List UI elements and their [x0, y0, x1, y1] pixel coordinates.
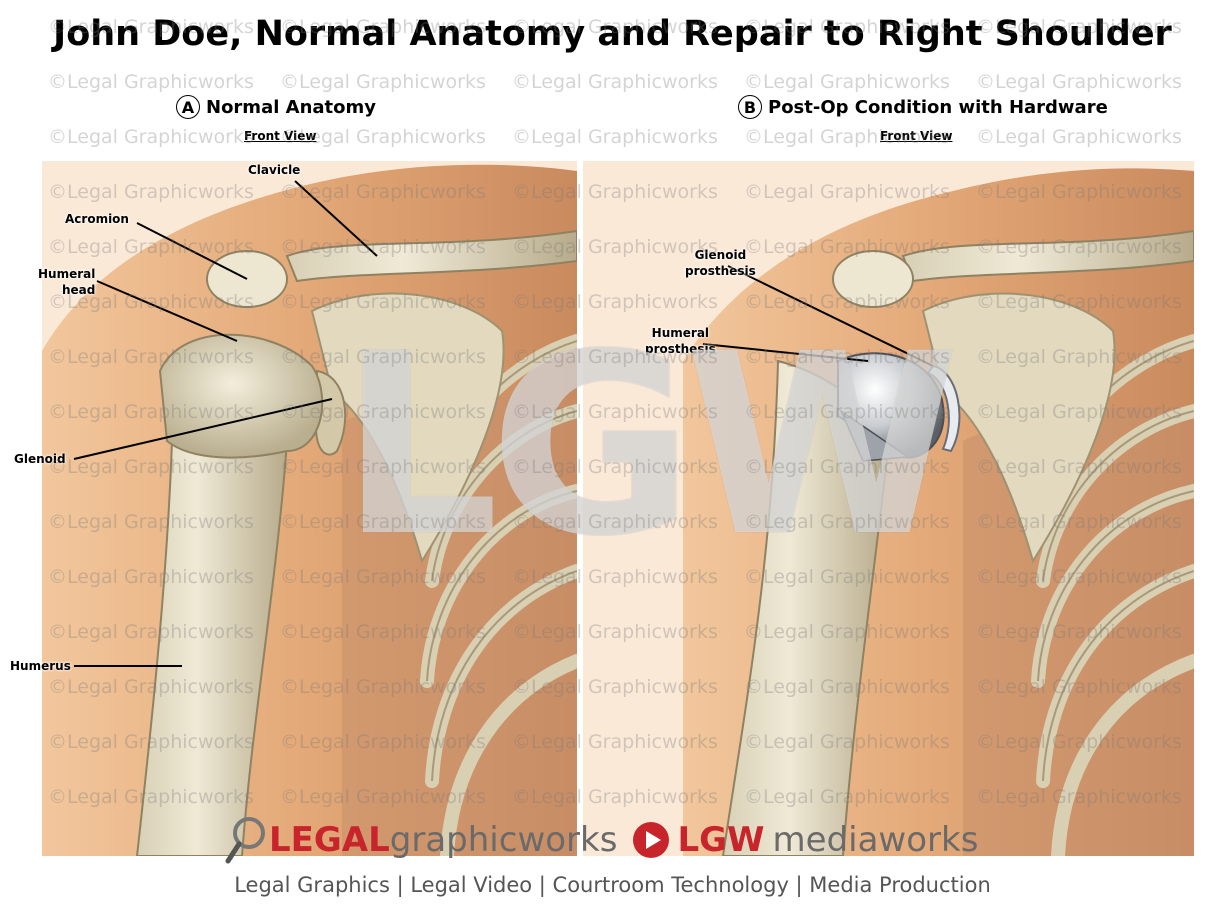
watermark-text: ©Legal Graphicworks	[48, 126, 254, 148]
shoulder-normal-illustration	[42, 161, 577, 856]
humeral-head-bone	[158, 333, 324, 459]
watermark-text: ©Legal Graphicworks	[512, 71, 718, 93]
leader-lines	[73, 180, 378, 667]
watermark-text: ©Legal Graphicworks	[280, 71, 486, 93]
panel-b-badge: B	[738, 95, 762, 119]
logo-mediaworks-text: mediaworks	[772, 820, 979, 860]
clavicle-bone	[285, 229, 577, 283]
panel-a-title: Normal Anatomy	[206, 96, 376, 118]
label-humeral-head: Humeral head	[38, 266, 95, 298]
label-acromion: Acromion	[65, 212, 129, 226]
watermark-text: ©Legal Graphicworks	[976, 71, 1182, 93]
clavicle-b	[901, 229, 1194, 283]
page-title: John Doe, Normal Anatomy and Repair to R…	[53, 14, 1172, 54]
shoulder-postop-illustration	[583, 161, 1194, 856]
panel-a-badge: A	[176, 95, 200, 119]
footer-logo: LEGAL graphicworks LGW mediaworks	[225, 815, 978, 865]
label-clavicle: Clavicle	[248, 163, 301, 177]
footer-tagline: Legal Graphics | Legal Video | Courtroom…	[234, 873, 991, 897]
acromion-b	[832, 250, 914, 308]
watermark-text: ©Legal Graphicworks	[744, 71, 950, 93]
watermark-text: ©Legal Graphicworks	[976, 126, 1182, 148]
label-glenoid-prosthesis-line2: prosthesis	[685, 264, 756, 278]
logo-legal-text: LEGAL	[269, 820, 390, 860]
label-glenoid-prosthesis: Glenoid prosthesis	[685, 247, 756, 279]
play-icon	[633, 822, 670, 858]
scapula	[310, 292, 505, 564]
watermark-text: ©Legal Graphicworks	[512, 126, 718, 148]
humeral-prosthesis-neck	[839, 408, 911, 462]
panel-a-illustration	[42, 161, 577, 856]
label-humeral-prosthesis-line2: prosthesis	[645, 342, 716, 356]
scapula-b	[921, 292, 1116, 564]
glenoid-prosthesis	[926, 364, 961, 453]
glenoid-bone	[315, 369, 347, 456]
panel-a-view-label: Front View	[244, 129, 317, 143]
label-humeral-prosthesis: Humeral prosthesis	[645, 325, 716, 357]
panel-a-heading: A Normal Anatomy	[176, 95, 376, 119]
label-glenoid-prosthesis-line1: Glenoid	[694, 248, 747, 262]
logo-lgw-text: LGW	[677, 820, 765, 860]
label-humerus: Humerus	[10, 659, 71, 673]
label-humeral-prosthesis-line1: Humeral	[651, 326, 710, 340]
watermark-text: ©Legal Graphicworks	[48, 71, 254, 93]
logo-graphicworks-text: graphicworks	[389, 820, 618, 860]
panel-b-illustration	[583, 161, 1194, 856]
label-humeral-head-line1: Humeral	[38, 267, 96, 281]
panel-b-title: Post-Op Condition with Hardware	[768, 96, 1108, 118]
panel-b-heading: B Post-Op Condition with Hardware	[738, 95, 1108, 119]
label-glenoid: Glenoid	[14, 452, 66, 466]
leader-lines-b	[702, 265, 934, 367]
magnifier-icon	[225, 817, 265, 864]
label-humeral-head-line2: head	[61, 283, 96, 297]
panel-b-view-label: Front View	[880, 129, 953, 143]
